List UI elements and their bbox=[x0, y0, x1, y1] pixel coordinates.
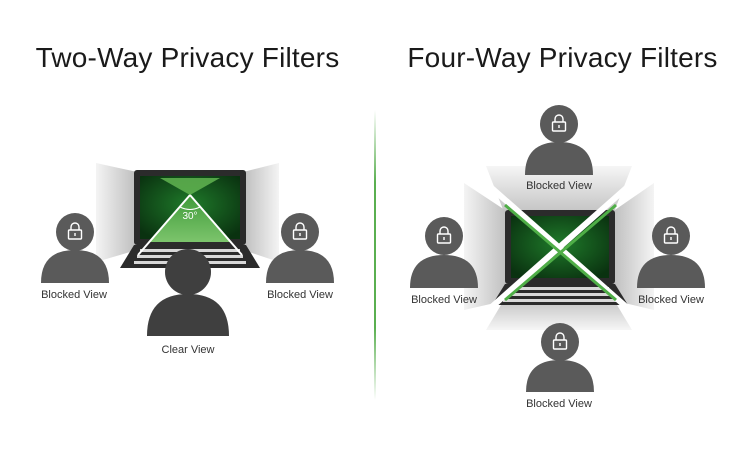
left-blocked-beam bbox=[96, 163, 137, 262]
top-viewer-person bbox=[525, 105, 593, 175]
four-way-filter-cross bbox=[484, 180, 634, 315]
lock-icon bbox=[551, 114, 567, 132]
left-viewer-person bbox=[41, 213, 109, 283]
lock-icon bbox=[67, 222, 83, 240]
four-way-scene bbox=[410, 105, 705, 392]
right-viewer-label-4way: Blocked View bbox=[638, 294, 704, 306]
lock-icon bbox=[663, 226, 679, 244]
two-way-title: Two-Way Privacy Filters bbox=[35, 42, 340, 73]
front-viewer-label: Clear View bbox=[161, 344, 215, 356]
angle-label: 30° bbox=[182, 211, 197, 222]
top-blocked-beam bbox=[486, 166, 632, 212]
right-viewer-person-4way bbox=[637, 217, 705, 288]
panel-divider bbox=[374, 110, 376, 400]
top-viewer-label: Blocked View bbox=[526, 180, 592, 192]
viewing-angle-cone-top bbox=[160, 178, 220, 195]
keyboard bbox=[503, 287, 617, 302]
left-viewer-label: Blocked View bbox=[41, 289, 107, 301]
bottom-viewer-label: Blocked View bbox=[526, 398, 592, 410]
left-viewer-person-4way bbox=[410, 217, 478, 288]
lock-icon bbox=[292, 222, 308, 240]
front-viewer-person bbox=[147, 249, 229, 336]
viewing-angle-cone bbox=[148, 195, 232, 242]
right-viewer-label: Blocked View bbox=[267, 289, 333, 301]
bottom-blocked-beam bbox=[486, 300, 632, 330]
four-way-title: Four-Way Privacy Filters bbox=[407, 42, 718, 73]
right-blocked-beam bbox=[243, 163, 279, 262]
lock-icon bbox=[552, 332, 568, 350]
bottom-viewer-person bbox=[526, 323, 594, 392]
lock-icon bbox=[436, 226, 452, 244]
two-way-scene: 30° bbox=[41, 163, 334, 336]
left-viewer-label-4way: Blocked View bbox=[411, 294, 477, 306]
right-viewer-person bbox=[266, 213, 334, 283]
